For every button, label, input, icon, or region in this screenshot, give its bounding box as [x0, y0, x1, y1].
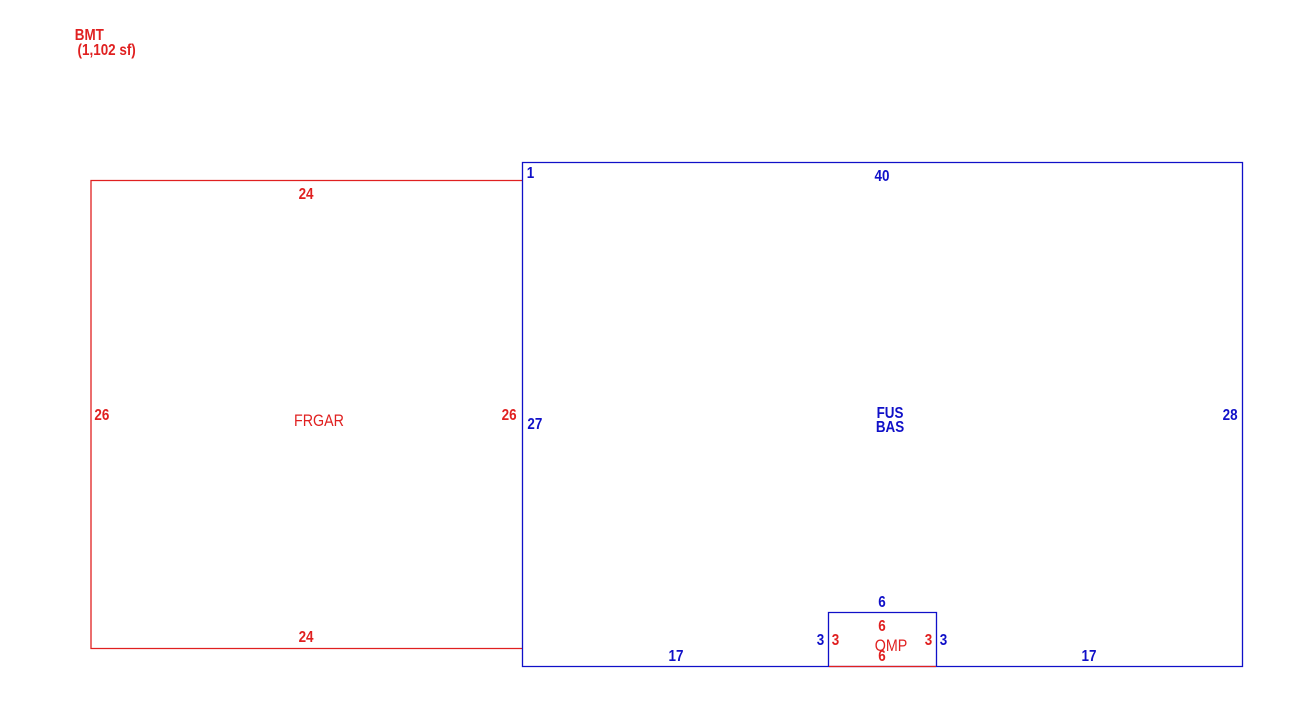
main-dim-right: 28 — [1223, 407, 1238, 424]
frgar-dim-right: 26 — [502, 407, 517, 424]
main-dim-bottom-left: 17 — [669, 648, 684, 665]
fus-area-label: FUS — [877, 405, 904, 422]
porch-dim-right-red: 3 — [925, 632, 932, 649]
main-dim-top: 40 — [875, 168, 890, 185]
main-dim-bottom-right: 17 — [1082, 648, 1097, 665]
frgar-dim-bottom: 24 — [299, 629, 315, 646]
main-house-outline — [521, 161, 1244, 668]
frgar-outline — [90, 179, 522, 650]
porch-dim-top-blue: 6 — [878, 594, 885, 611]
porch-dim-top-red: 6 — [878, 618, 885, 635]
sketch-title: BMT — [75, 27, 104, 44]
porch-outline — [827, 611, 938, 667]
frgar-area-label: FRGAR — [294, 412, 344, 430]
porch-dim-left-blue: 3 — [817, 632, 824, 649]
frgar-dim-left: 26 — [94, 407, 109, 424]
porch-dim-left-red: 3 — [832, 632, 839, 649]
main-dim-left: 27 — [527, 416, 542, 433]
bas-area-label: BAS — [876, 419, 904, 436]
frgar-dim-top: 24 — [299, 186, 315, 203]
main-dim-corner: 1 — [527, 165, 534, 182]
porch-dim-right-blue: 3 — [940, 632, 947, 649]
porch-dim-bottom-red: 6 — [878, 648, 885, 665]
sketch-total-area: (1,102 sf) — [78, 42, 136, 59]
omp-area-label: OMP — [875, 637, 908, 655]
